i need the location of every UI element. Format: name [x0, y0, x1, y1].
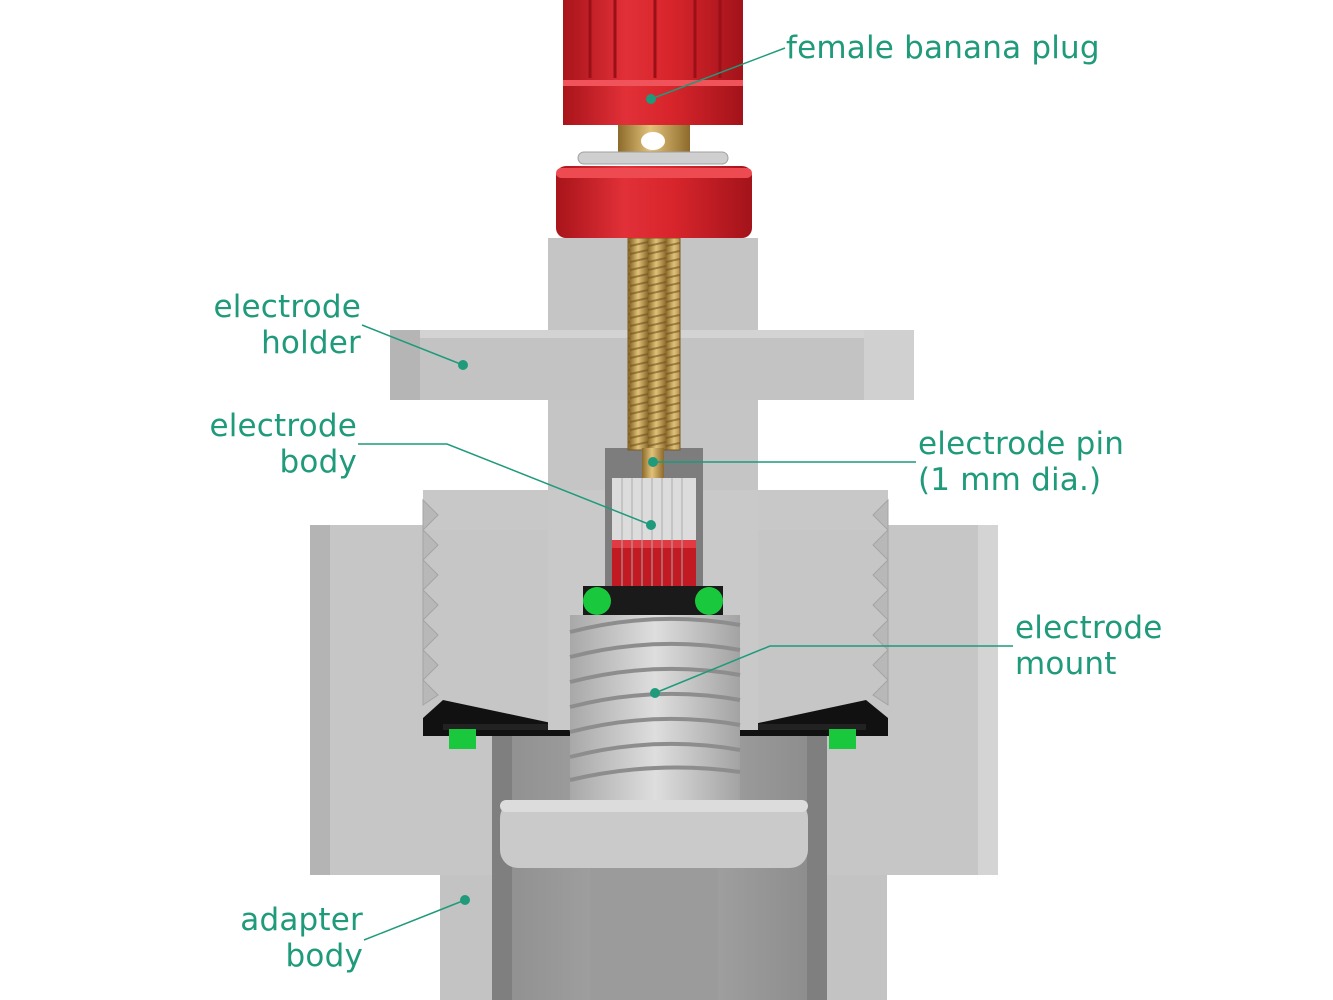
label-electrode-pin: electrode pin (1 mm dia.) — [918, 426, 1125, 498]
leader-line-adapter-body — [363, 895, 470, 941]
female-banana-plug-part — [556, 0, 752, 238]
label-female-banana-plug: female banana plug — [786, 30, 1100, 66]
leader-line-electrode-pin — [648, 457, 916, 467]
label-electrode-holder: electrode holder — [213, 289, 361, 361]
square-seal-left — [449, 729, 476, 749]
electrode-mount-part — [500, 615, 808, 1000]
brass-threaded-rod — [627, 237, 681, 451]
square-seal-right — [829, 729, 856, 749]
leader-line-banana-plug — [646, 47, 786, 104]
label-electrode-body: electrode body — [209, 408, 357, 480]
o-ring — [583, 586, 723, 616]
label-adapter-body: adapter body — [240, 902, 363, 974]
leader-line-electrode-holder — [361, 324, 468, 370]
label-electrode-mount: electrode mount — [1015, 610, 1163, 682]
leader-line-electrode-mount — [650, 645, 1013, 698]
leader-line-electrode-body — [358, 443, 656, 530]
